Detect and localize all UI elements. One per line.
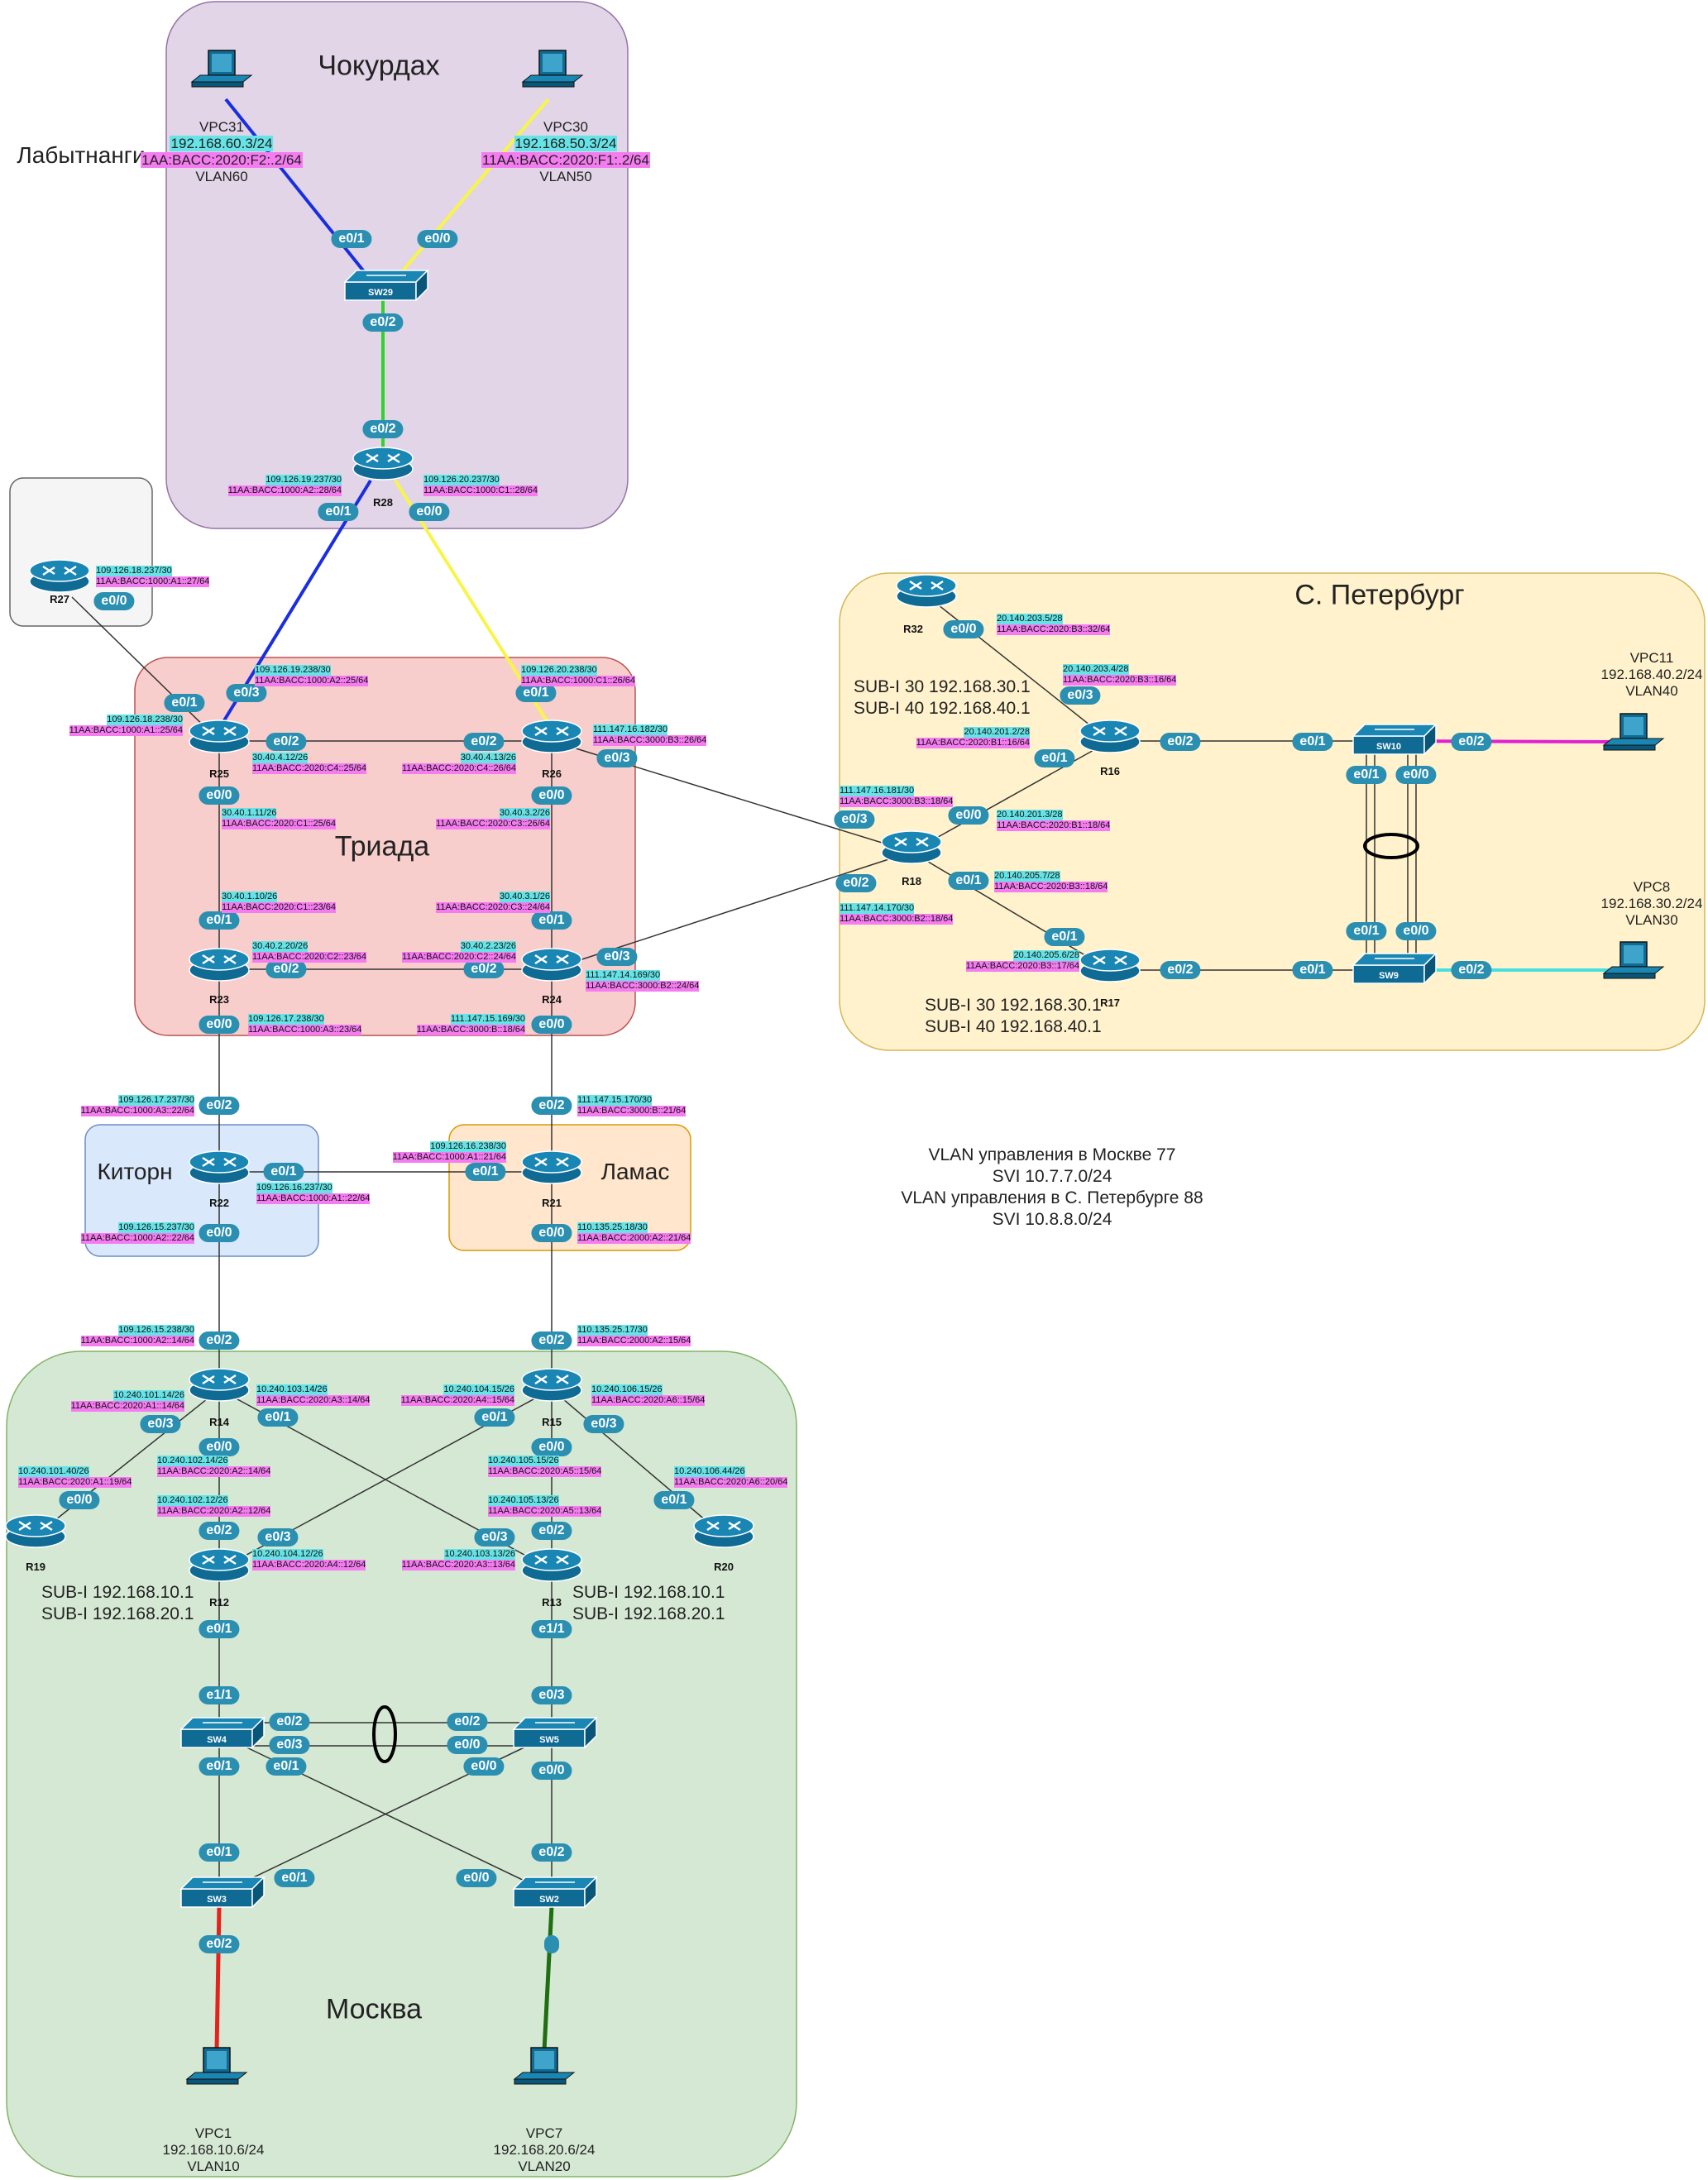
router-icon[interactable] xyxy=(881,830,942,864)
router-icon[interactable] xyxy=(521,719,582,753)
switch-icon[interactable]: SW4 xyxy=(179,1716,266,1749)
switch-label: SW9 xyxy=(1379,971,1399,981)
router-icon[interactable] xyxy=(352,447,414,480)
link-sw2-vpc7 xyxy=(542,1905,554,2052)
router-icon[interactable] xyxy=(1079,949,1141,982)
switch-label: SW29 xyxy=(368,288,393,298)
router-icon[interactable] xyxy=(5,1514,66,1548)
router-icon[interactable] xyxy=(521,1548,582,1582)
switch-icon[interactable]: SW29 xyxy=(343,269,429,302)
region-triada xyxy=(134,657,636,1036)
link-r27-r25 xyxy=(71,596,220,742)
switch-icon[interactable]: SW9 xyxy=(1352,952,1438,985)
switch-icon[interactable]: SW10 xyxy=(1352,723,1438,756)
link-r15-r20 xyxy=(551,1389,725,1537)
pc-icon[interactable] xyxy=(513,2047,576,2085)
switch-label: SW4 xyxy=(207,1735,227,1745)
pc-icon[interactable] xyxy=(1602,941,1665,979)
switch-icon[interactable]: SW3 xyxy=(179,1876,266,1909)
switch-label: SW2 xyxy=(539,1895,559,1905)
link-sw3-vpc1 xyxy=(214,1905,222,2052)
switch-icon[interactable]: SW5 xyxy=(512,1716,598,1749)
router-icon[interactable] xyxy=(896,574,957,608)
switch-label: SW5 xyxy=(539,1735,559,1745)
router-icon[interactable] xyxy=(189,1368,250,1402)
pc-icon[interactable] xyxy=(185,2047,248,2085)
router-icon[interactable] xyxy=(29,559,90,593)
router-icon[interactable] xyxy=(1079,719,1141,753)
link-r32-r16 xyxy=(926,595,1111,742)
router-icon[interactable] xyxy=(521,948,582,982)
region-moscow xyxy=(6,1351,797,2178)
pc-icon[interactable] xyxy=(190,50,253,88)
region-chokurdakh xyxy=(165,1,629,529)
region-kitorn xyxy=(84,1124,319,1257)
etherchannel-marker xyxy=(1363,833,1419,859)
pc-icon[interactable] xyxy=(1602,713,1665,751)
router-icon[interactable] xyxy=(693,1514,754,1548)
router-icon[interactable] xyxy=(189,948,250,982)
router-icon[interactable] xyxy=(189,1150,250,1184)
router-icon[interactable] xyxy=(521,1150,582,1184)
router-icon[interactable] xyxy=(189,1548,250,1582)
etherchannel-marker xyxy=(372,1705,397,1763)
switch-icon[interactable]: SW2 xyxy=(512,1876,598,1909)
router-icon[interactable] xyxy=(521,1368,582,1402)
region-spb xyxy=(839,572,1706,1051)
link-r16-r18 xyxy=(911,740,1111,853)
region-labytnangi xyxy=(9,477,153,627)
region-lamas xyxy=(448,1124,691,1251)
link-r14-r19 xyxy=(35,1389,220,1537)
pc-icon[interactable] xyxy=(521,50,584,88)
switch-label: SW3 xyxy=(207,1895,227,1905)
switch-label: SW10 xyxy=(1376,742,1401,752)
router-icon[interactable] xyxy=(189,719,250,753)
